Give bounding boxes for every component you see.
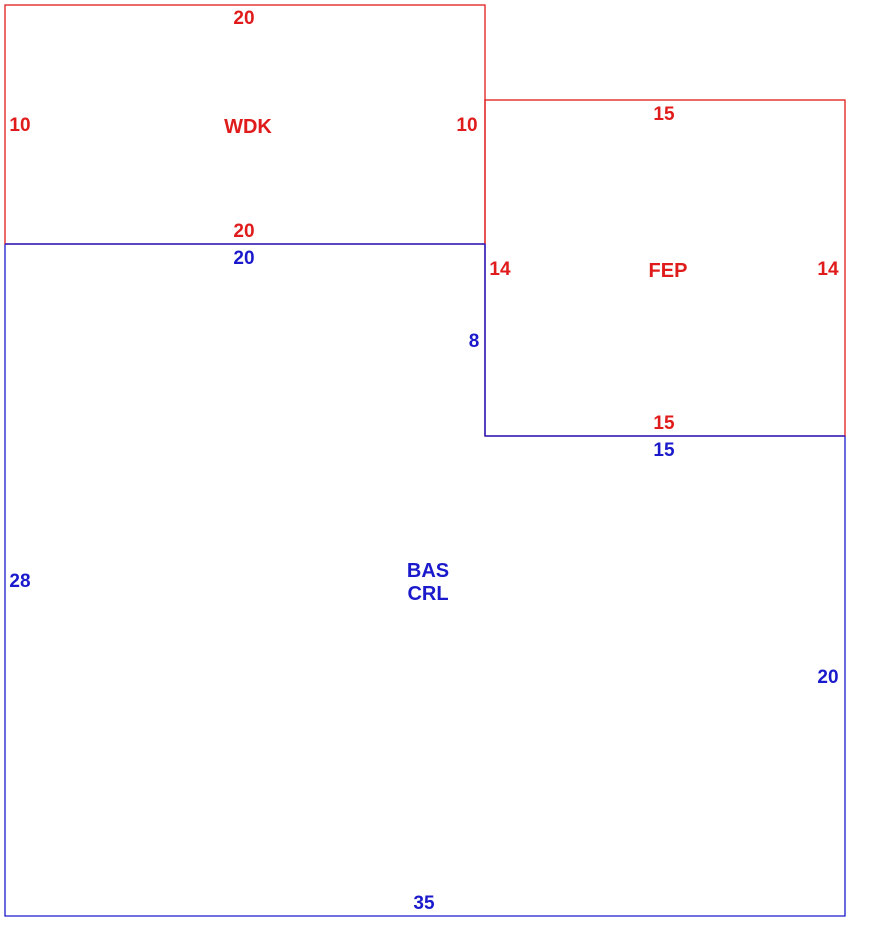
wdk-right-dimension: 10: [456, 115, 477, 136]
bas-top-dimension: 20: [233, 248, 254, 269]
fep-left-dimension: 14: [489, 259, 511, 280]
wdk-top-dimension: 20: [233, 8, 254, 29]
fep-bottom-dimension: 15: [653, 413, 675, 434]
bas-right-dimension: 20: [817, 667, 838, 688]
wdk-room-name: WDK: [224, 116, 272, 138]
bas-step-side-dimension: 8: [469, 331, 480, 352]
wdk-bottom-dimension: 20: [233, 221, 254, 242]
crl-room-name: CRL: [407, 583, 448, 605]
bas-step-top-dimension: 15: [653, 440, 675, 461]
bas-left-dimension: 28: [9, 571, 30, 592]
wdk-left-dimension: 10: [9, 115, 30, 136]
fep-top-dimension: 15: [653, 104, 675, 125]
bas-room-name: BAS: [407, 560, 449, 582]
bas-bottom-dimension: 35: [413, 893, 435, 914]
fep-room-name: FEP: [649, 260, 688, 282]
fep-right-dimension: 14: [817, 259, 839, 280]
